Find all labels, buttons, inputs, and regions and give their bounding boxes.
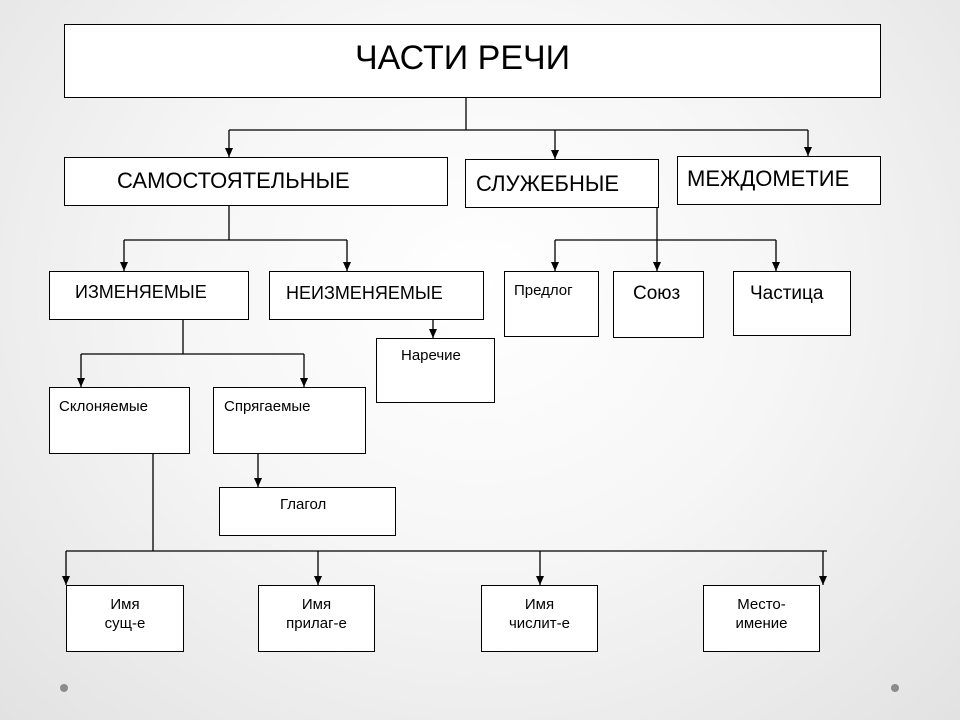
node-interjection-label: МЕЖДОМЕТИЕ [687,166,850,191]
node-adverb: Наречие [376,338,495,403]
node-numeral: Имя числит-е [481,585,598,652]
node-adjective: Имя прилаг-е [258,585,375,652]
node-inflected: ИЗМЕНЯЕМЫЕ [49,271,249,320]
node-uninflected-label: НЕИЗМЕНЯЕМЫЕ [286,283,443,303]
node-particle-label: Частица [750,283,824,304]
node-pronoun-label: Место- имение [735,596,788,632]
node-verb: Глагол [219,487,396,536]
node-numeral-label: Имя числит-е [508,596,571,632]
node-adjective-label: Имя прилаг-е [286,596,347,632]
node-declinable-label: Склоняемые [59,398,149,415]
node-preposition-label: Предлог [514,282,573,299]
node-service: СЛУЖЕБНЫЕ [465,159,659,208]
node-interjection: МЕЖДОМЕТИЕ [677,156,881,205]
node-uninflected: НЕИЗМЕНЯЕМЫЕ [269,271,484,320]
node-declinable: Склоняемые [49,387,190,454]
decoration-dot-right [891,684,899,692]
node-conjugable-label: Спрягаемые [224,398,311,415]
node-service-label: СЛУЖЕБНЫЕ [476,171,620,196]
node-noun: Имя сущ-е [66,585,184,652]
node-conjunction: Союз [613,271,704,338]
node-parts-of-speech: ЧАСТИ РЕЧИ [64,24,881,98]
node-parts-of-speech-label: ЧАСТИ РЕЧИ [355,39,571,77]
node-particle: Частица [733,271,851,336]
decoration-dot-left [60,684,68,692]
node-independent-label: САМОСТОЯТЕЛЬНЫЕ [117,168,350,193]
node-adverb-label: Наречие [401,347,461,364]
node-pronoun: Место- имение [703,585,820,652]
node-preposition: Предлог [504,271,599,337]
node-verb-label: Глагол [280,496,327,513]
node-conjugable: Спрягаемые [213,387,366,454]
node-independent: САМОСТОЯТЕЛЬНЫЕ [64,157,448,206]
node-noun-label: Имя сущ-е [104,596,146,632]
node-inflected-label: ИЗМЕНЯЕМЫЕ [75,282,207,302]
node-conjunction-label: Союз [633,283,681,304]
